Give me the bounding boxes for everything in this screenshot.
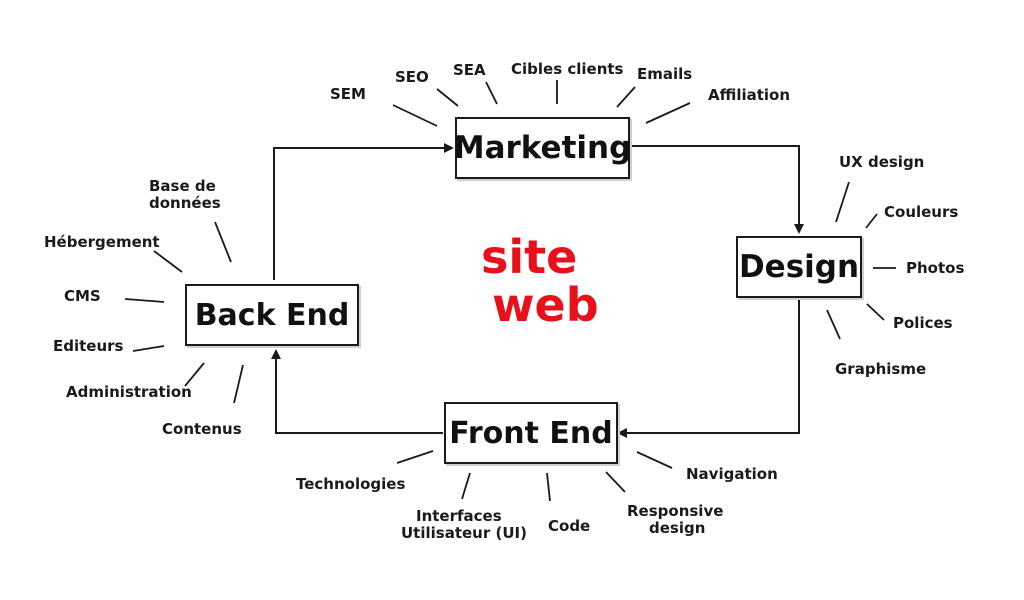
tick-responsive xyxy=(605,471,626,493)
label-contenus: Contenus xyxy=(162,420,242,438)
label-navigation: Navigation xyxy=(686,465,778,483)
node-back-end: Back End xyxy=(185,284,359,346)
label-donnees: données xyxy=(149,194,221,212)
center-title-site: site xyxy=(481,230,578,284)
label-cibles-clients: Cibles clients xyxy=(511,60,624,78)
node-design: Design xyxy=(736,236,862,298)
tick-ux xyxy=(835,181,850,223)
tick-affiliation xyxy=(645,102,691,124)
label-responsive-line2: design xyxy=(649,519,706,537)
tick-administration xyxy=(184,362,205,387)
arrow-design-to-frontend xyxy=(617,300,800,438)
tick-bdd xyxy=(214,221,232,263)
tick-technologies xyxy=(396,450,434,464)
tick-editeurs xyxy=(132,345,165,352)
tick-seo xyxy=(436,88,459,107)
label-photos: Photos xyxy=(906,259,965,277)
tick-graphisme xyxy=(826,309,841,340)
node-front-end: Front End xyxy=(444,402,618,464)
tick-interfaces xyxy=(461,472,471,500)
tick-contenus xyxy=(233,364,244,404)
label-graphisme: Graphisme xyxy=(835,360,927,378)
label-sea: SEA xyxy=(453,61,486,79)
tick-code xyxy=(546,472,551,502)
label-responsive-line1: Responsive xyxy=(627,502,724,520)
tick-polices xyxy=(866,303,885,321)
tick-cms xyxy=(124,298,165,303)
center-title-web: web xyxy=(492,278,599,332)
tick-hebergement xyxy=(153,250,183,273)
label-technologies: Technologies xyxy=(296,475,406,493)
label-couleurs: Couleurs xyxy=(884,203,959,221)
arrow-marketing-to-design xyxy=(631,145,804,234)
node-marketing: Marketing xyxy=(454,117,631,179)
label-hebergement: Hébergement xyxy=(44,233,160,251)
tick-emails xyxy=(616,86,636,108)
tick-sea xyxy=(485,81,498,105)
label-sem: SEM xyxy=(330,85,366,103)
tick-navigation xyxy=(636,451,673,469)
label-administration: Administration xyxy=(66,383,192,401)
label-seo: SEO xyxy=(395,68,429,86)
label-ux-design: UX design xyxy=(839,153,925,171)
label-polices: Polices xyxy=(893,314,953,332)
label-interfaces-line2: Utilisateur (UI) xyxy=(401,524,527,542)
arrow-backend-to-marketing xyxy=(273,143,454,280)
label-editeurs: Editeurs xyxy=(53,337,124,355)
label-base-de: Base de xyxy=(149,177,216,195)
label-interfaces-line1: Interfaces xyxy=(416,507,502,525)
arrow-frontend-to-backend xyxy=(271,349,443,434)
label-affiliation: Affiliation xyxy=(708,86,791,104)
label-emails: Emails xyxy=(637,65,693,83)
label-cms: CMS xyxy=(64,287,101,305)
tick-sem xyxy=(392,104,438,127)
label-code: Code xyxy=(548,517,591,535)
tick-couleurs xyxy=(865,213,878,229)
